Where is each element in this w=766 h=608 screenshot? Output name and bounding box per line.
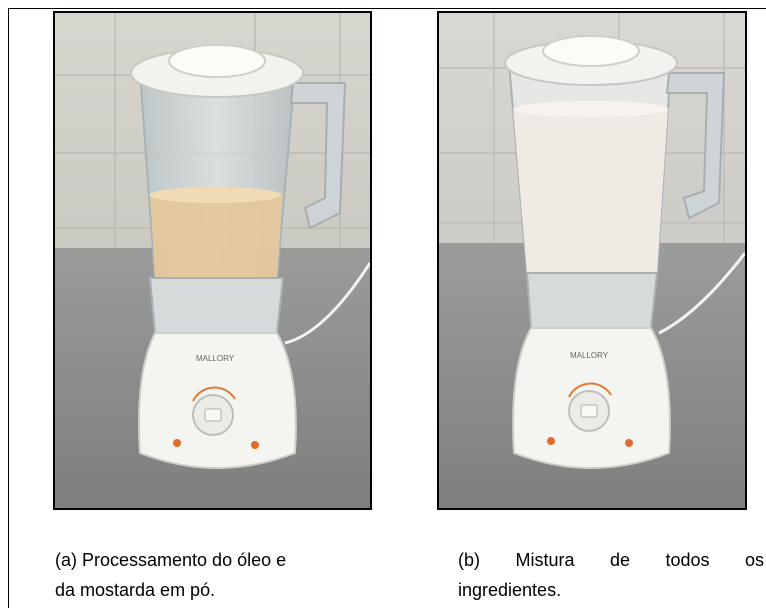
caption-b: (b) Mistura de todos os ingredientes. xyxy=(458,545,764,605)
caption-b-word: todos xyxy=(665,550,710,570)
caption-b-line2: ingredientes. xyxy=(458,580,562,600)
caption-b-word: de xyxy=(609,550,630,570)
caption-a-line2: da mostarda em pó. xyxy=(55,580,216,600)
caption-a-line1: (a) Processamento do óleo e xyxy=(55,550,287,570)
caption-a: (a) Processamento do óleo e da mostarda … xyxy=(55,545,385,605)
caption-b-word: (b) xyxy=(458,550,480,570)
caption-b-word: Mistura xyxy=(515,550,575,570)
figure-table xyxy=(8,8,766,608)
caption-b-line1: (b) Mistura de todos os xyxy=(458,545,764,575)
svg-text:MALLORY: MALLORY xyxy=(196,354,235,363)
caption-b-word: os xyxy=(744,550,764,570)
photo-blender-oil-mustard: MALLORY xyxy=(53,11,372,510)
photo-blender-all-ingredients: MALLORY xyxy=(437,11,747,510)
svg-text:MALLORY: MALLORY xyxy=(570,351,609,360)
